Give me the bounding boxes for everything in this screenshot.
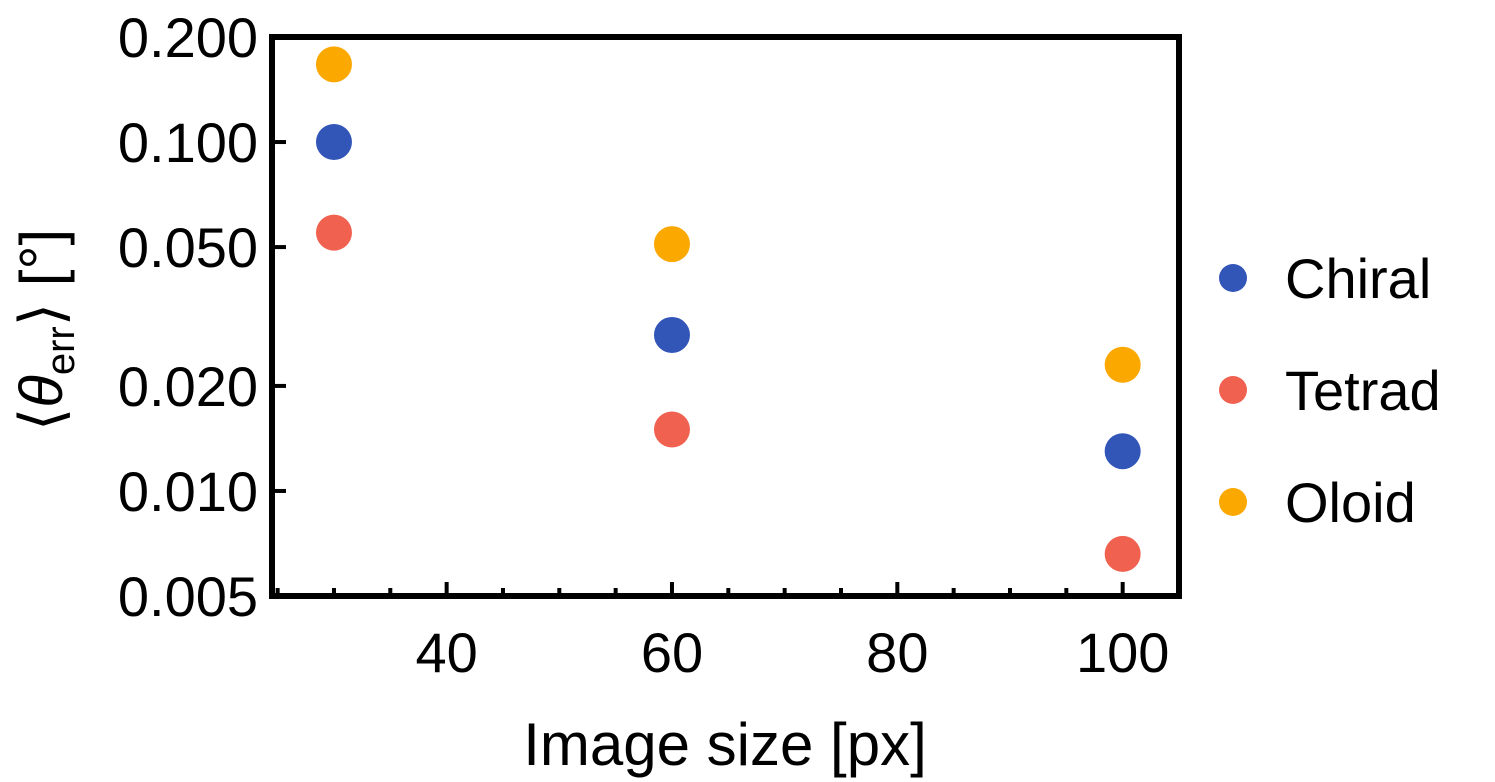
data-point-oloid [315, 46, 352, 83]
y-tick-label: 0.100 [118, 111, 258, 174]
y-axis-title-subscript: err [39, 326, 83, 375]
legend-marker-chiral [1219, 264, 1247, 292]
data-point-tetrad [1104, 535, 1141, 572]
x-axis-tick-labels: 40 60 80 100 [415, 621, 1169, 684]
y-tick-label: 0.010 [118, 460, 258, 523]
y-axis-tick-labels: 0.005 0.010 0.020 0.050 0.100 0.200 [118, 6, 258, 628]
x-tick-label: 60 [641, 621, 703, 684]
data-point-tetrad [315, 214, 352, 251]
x-axis-ticks [275, 582, 1125, 596]
data-point-oloid [1104, 346, 1141, 383]
y-axis-title-open: ⟨ [8, 408, 75, 431]
data-point-chiral [1104, 433, 1141, 470]
legend-label-oloid: Oloid [1285, 471, 1416, 534]
y-axis-title-unit: [°] [8, 229, 75, 303]
data-point-chiral [315, 124, 352, 161]
data-points [315, 46, 1141, 572]
y-axis-title-close: ⟩ [8, 303, 75, 326]
y-tick-label: 0.050 [118, 216, 258, 279]
y-axis-title: ⟨θerr⟩ [°] [8, 229, 83, 431]
y-axis-title-symbol: θ [8, 375, 75, 408]
plot-frame [269, 34, 1182, 599]
y-tick-label: 0.200 [118, 6, 258, 69]
y-tick-label: 0.005 [118, 565, 258, 628]
x-tick-label: 40 [415, 621, 477, 684]
data-point-chiral [653, 316, 690, 353]
y-axis-ticks [272, 140, 286, 493]
legend-label-tetrad: Tetrad [1285, 359, 1441, 422]
x-tick-label: 80 [866, 621, 928, 684]
x-tick-label: 100 [1076, 621, 1169, 684]
y-tick-label: 0.020 [118, 355, 258, 418]
x-axis-title: Image size [px] [523, 711, 927, 778]
legend-label-chiral: Chiral [1285, 247, 1431, 310]
legend-marker-oloid [1219, 488, 1247, 516]
data-point-tetrad [653, 411, 690, 448]
data-point-oloid [653, 226, 690, 263]
legend-marker-tetrad [1219, 376, 1247, 404]
